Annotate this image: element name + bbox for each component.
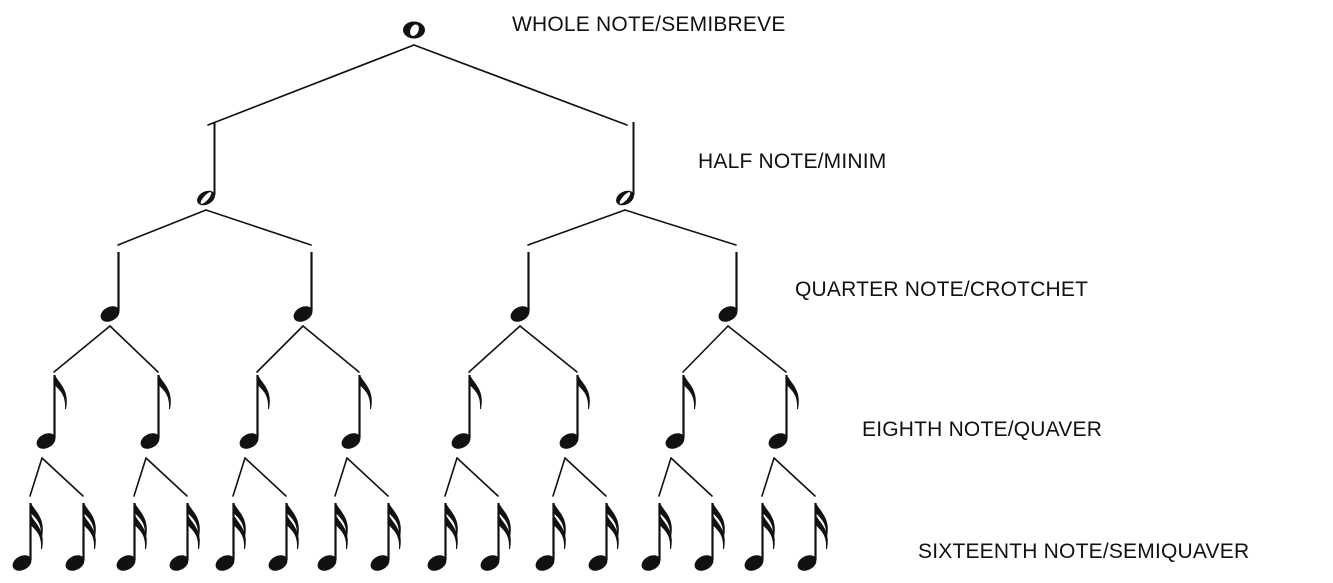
branch-quarter-right bbox=[727, 325, 787, 373]
branch-eighth-right bbox=[244, 457, 287, 497]
sixteenth-note-icon bbox=[641, 502, 672, 571]
branch-eighth-right bbox=[41, 457, 84, 497]
sixteenth-note-icon bbox=[169, 502, 200, 571]
branch-half-right bbox=[205, 209, 312, 246]
branch-eighth-left bbox=[552, 457, 566, 497]
eighth-note-icon bbox=[36, 374, 67, 449]
quarter-note-icon bbox=[293, 252, 313, 322]
branch-eighth-left bbox=[444, 457, 458, 497]
branch-quarter-left bbox=[682, 325, 729, 373]
sixteenth-note-icon bbox=[427, 502, 458, 571]
branch-eighth-right bbox=[145, 457, 188, 497]
branch-eighth-right bbox=[346, 457, 389, 497]
half-note-icon bbox=[197, 122, 216, 206]
branch-eighth-right bbox=[564, 457, 607, 497]
sixteenth-note-icon bbox=[215, 502, 246, 571]
sixteenth-note-icon bbox=[588, 502, 619, 571]
branch-quarter-left bbox=[468, 325, 521, 373]
branch-quarter-left bbox=[53, 325, 111, 373]
branch-whole-right bbox=[413, 44, 628, 126]
sixteenth-note-icon bbox=[535, 502, 566, 571]
branch-quarter-left bbox=[256, 325, 304, 373]
eighth-note-icon bbox=[239, 374, 270, 449]
eighth-note-icon bbox=[559, 374, 590, 449]
level-label-quarter: QUARTER NOTE/CROTCHET bbox=[795, 278, 1089, 301]
branch-eighth-left bbox=[29, 457, 43, 497]
sixteenth-note-icon bbox=[744, 502, 775, 571]
branch-eighth-left bbox=[658, 457, 672, 497]
sixteenth-note-icon bbox=[268, 502, 299, 571]
branch-half-left bbox=[527, 209, 626, 246]
sixteenth-note-icon bbox=[317, 502, 348, 571]
eighth-note-icon bbox=[768, 374, 799, 449]
eighth-note-icon bbox=[665, 374, 696, 449]
branch-eighth-right bbox=[670, 457, 713, 497]
sixteenth-note-icon bbox=[65, 502, 96, 571]
branch-half-right bbox=[624, 209, 737, 246]
quarter-note-icon bbox=[100, 252, 120, 322]
branch-quarter-right bbox=[302, 325, 360, 373]
quarter-note-icon bbox=[718, 252, 738, 322]
branch-eighth-right bbox=[773, 457, 816, 497]
sixteenth-note-icon bbox=[370, 502, 401, 571]
half-note-icon bbox=[616, 122, 635, 206]
sixteenth-note-icon bbox=[116, 502, 147, 571]
branch-whole-left bbox=[207, 44, 415, 126]
branch-eighth-left bbox=[761, 457, 775, 497]
whole-note-icon bbox=[403, 21, 425, 39]
level-label-half: HALF NOTE/MINIM bbox=[698, 150, 887, 173]
eighth-note-icon bbox=[341, 374, 372, 449]
branch-eighth-left bbox=[232, 457, 246, 497]
eighth-note-icon bbox=[451, 374, 482, 449]
level-label-whole: WHOLE NOTE/SEMIBREVE bbox=[512, 13, 786, 36]
quarter-note-icon bbox=[510, 252, 530, 322]
level-label-sixteenth: SIXTEENTH NOTE/SEMIQUAVER bbox=[918, 540, 1250, 563]
sixteenth-note-icon bbox=[480, 502, 511, 571]
sixteenth-note-icon bbox=[12, 502, 43, 571]
branch-eighth-right bbox=[456, 457, 499, 497]
branch-half-left bbox=[117, 209, 207, 246]
level-label-eighth: EIGHTH NOTE/QUAVER bbox=[862, 418, 1103, 441]
sixteenth-note-icon bbox=[797, 502, 828, 571]
eighth-note-icon bbox=[140, 374, 171, 449]
branch-quarter-right bbox=[519, 325, 578, 373]
branch-eighth-left bbox=[133, 457, 147, 497]
branch-eighth-left bbox=[334, 457, 348, 497]
branch-quarter-right bbox=[109, 325, 159, 373]
sixteenth-note-icon bbox=[694, 502, 725, 571]
